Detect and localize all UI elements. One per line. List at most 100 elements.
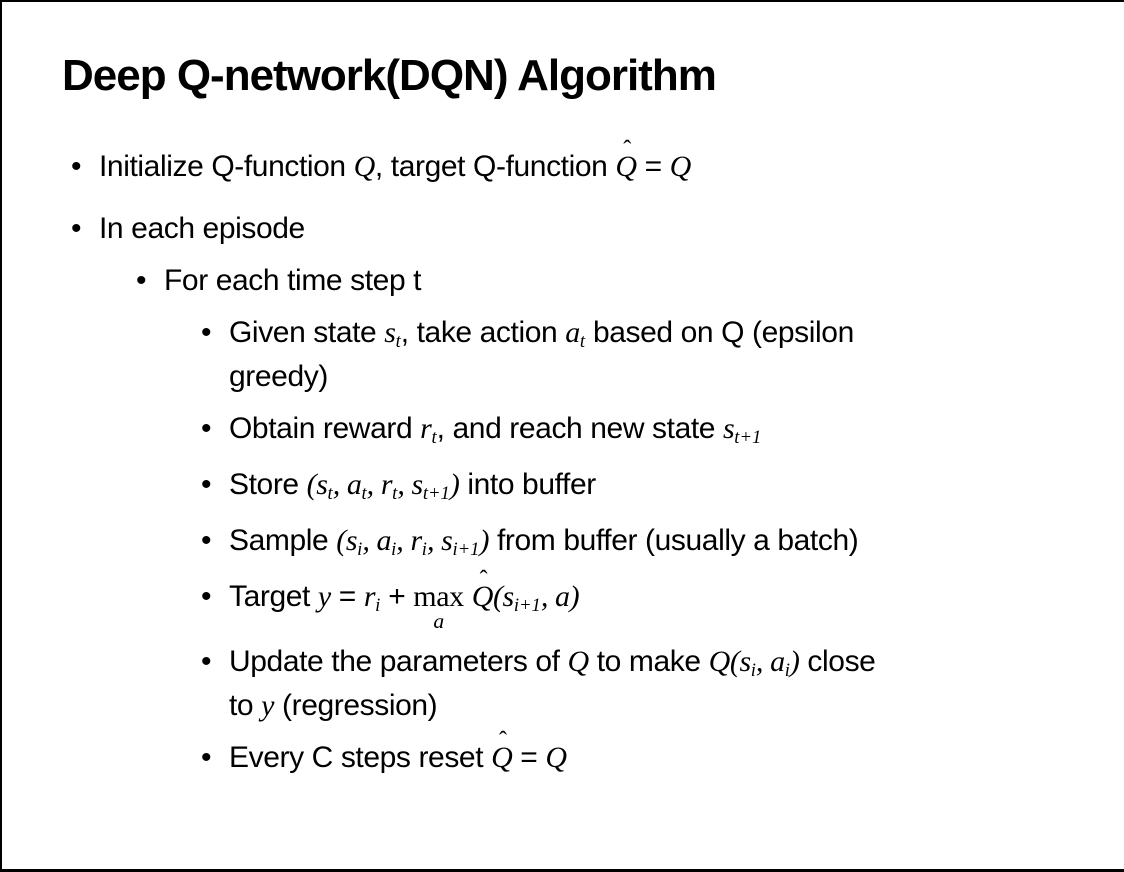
text-segment: Sample — [229, 523, 337, 557]
max-subscript: a — [433, 608, 444, 633]
bullet-marker: • — [201, 523, 212, 557]
math-subscript: i — [391, 539, 397, 560]
math-subscript: t — [392, 483, 398, 504]
bullet-item: •For each time step t — [136, 261, 1124, 301]
hat-accent: ˆ — [498, 728, 507, 755]
math-symbol: s — [384, 315, 396, 349]
math-symbol: r — [363, 579, 376, 613]
text-segment — [464, 580, 472, 613]
math-symbol: , a — [332, 467, 362, 501]
bullet-line: •Given state st, take action at based on… — [201, 313, 1124, 357]
bullet-line: • In each episode — [71, 209, 1124, 249]
bullet-marker: • — [136, 263, 147, 297]
math-subscript: i — [750, 660, 756, 682]
text-segment: = — [330, 579, 364, 613]
math-symbol: Q — [669, 149, 692, 183]
max-label: max — [413, 579, 464, 613]
bullet-line-continuation: to y (regression) — [229, 686, 1124, 726]
text-segment: Initialize Q-function — [99, 149, 354, 183]
math-symbol: , r — [366, 467, 393, 501]
math-subscript: t — [327, 483, 333, 504]
bullet-marker: • — [201, 315, 212, 349]
math-symbol: y — [317, 579, 331, 613]
math-subscript: i — [375, 595, 381, 616]
bullet-marker: • — [201, 645, 212, 679]
math-subscript: t — [431, 427, 437, 448]
text-segment: Update the parameters of — [229, 645, 568, 679]
text-segment: from buffer (usually a batch) — [489, 523, 859, 557]
bullet-marker: • — [201, 411, 212, 445]
bullet-item: •Initialize Q-function Q, target Q-funct… — [71, 138, 1124, 187]
math-symbol: , s — [426, 523, 453, 557]
text-segment: Given state — [229, 315, 385, 349]
text-segment: = — [636, 149, 670, 183]
math-symbol: a — [565, 315, 580, 349]
math-subscript: t — [361, 483, 367, 504]
bullet-line: •Sample (si, ai, ri, si+1) from buffer (… — [201, 521, 1124, 565]
math-symbol: , a) — [540, 579, 580, 613]
text-segment: (regression) — [274, 689, 438, 723]
math-symbol: Q — [567, 645, 590, 679]
math-symbol: (s — [336, 523, 358, 557]
bullet-marker: • — [201, 467, 212, 501]
math-subscript: t+1 — [734, 427, 762, 448]
text-segment: In each episode — [99, 211, 305, 245]
bullet-line: •Initialize Q-function Q, target Q-funct… — [71, 138, 1124, 187]
math-symbol: y — [261, 689, 275, 723]
math-symbol: , s — [397, 467, 423, 501]
text-segment: , and reach new state — [436, 411, 724, 445]
math-subscript: i — [784, 660, 790, 682]
math-symbol: Q — [545, 741, 567, 775]
math-subscript: i — [421, 539, 427, 560]
text-segment: , take action — [400, 315, 566, 349]
bullet-item: • Obtain reward rt, and reach new state s… — [201, 409, 1124, 453]
bullet-list: •Initialize Q-function Q, target Q-funct… — [2, 138, 1124, 778]
text-segment: to — [229, 689, 262, 723]
bullet-marker: • — [71, 211, 82, 245]
math-symbol: (s — [492, 579, 514, 613]
bullet-item: • In each episode — [71, 209, 1124, 249]
text-segment: = — [512, 741, 546, 775]
text-segment: close — [799, 645, 876, 679]
bullet-marker: • — [201, 741, 212, 775]
bullet-item: •Store (st, at, rt, st+1) into buffer — [201, 465, 1124, 509]
text-segment: based on Q (epsilon — [585, 315, 854, 349]
text-segment: + — [380, 579, 414, 613]
text-segment: , target Q-function — [374, 149, 616, 183]
slide-title: Deep Q-network(DQN) Algorithm — [62, 51, 717, 100]
hat-accent: ˆ — [479, 567, 488, 594]
math-symbol: r — [420, 411, 432, 445]
math-symbol: , r — [396, 523, 422, 557]
text-segment: Store — [229, 467, 307, 501]
bullet-item: •Given state st, take action at based on… — [201, 313, 1124, 397]
bullet-line: •Store (st, at, rt, st+1) into buffer — [201, 465, 1124, 509]
math-symbol: Q — [353, 149, 376, 183]
bullet-line-continuation: greedy) — [229, 357, 1124, 397]
math-symbol: , a — [755, 645, 785, 679]
math-subscript: i — [357, 539, 363, 560]
text-segment: Obtain reward — [229, 411, 421, 445]
math-symbol: s — [723, 411, 735, 445]
math-symbol: , a — [362, 523, 392, 557]
text-segment: Every C steps reset — [229, 741, 492, 775]
bullet-line: •Update the parameters of Q to make Q(si… — [201, 642, 1124, 686]
hat-accent: ˆ — [623, 137, 631, 164]
math-subscript: t — [579, 331, 586, 352]
text-segment: into buffer — [459, 467, 596, 501]
math-symbol: ) — [449, 467, 460, 501]
math-subscript: i+1 — [513, 595, 541, 616]
math-subscript: i+1 — [452, 539, 480, 560]
bullet-marker: • — [71, 149, 82, 183]
math-symbol: ) — [789, 645, 800, 679]
bullet-line: •For each time step t — [136, 261, 1124, 301]
text-segment: Target — [229, 579, 318, 613]
math-subscript: t+1 — [422, 483, 450, 504]
